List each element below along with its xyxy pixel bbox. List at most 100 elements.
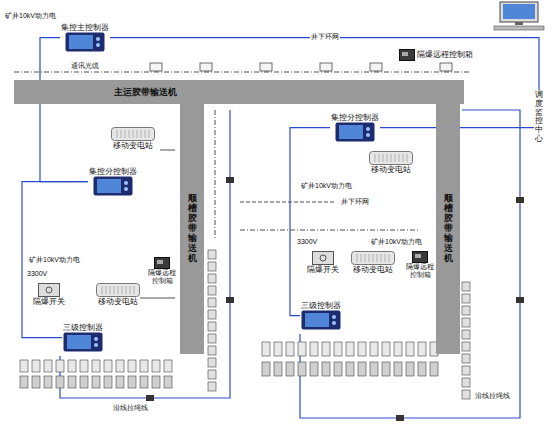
node-text: 移动变电站 xyxy=(371,165,411,174)
support-unit xyxy=(116,376,124,388)
support-unit xyxy=(262,342,270,356)
node-text: 隔爆远程控制箱 xyxy=(147,269,177,285)
support-unit xyxy=(358,342,366,356)
support-unit xyxy=(104,376,112,388)
darkW-icon xyxy=(154,257,170,269)
sensor xyxy=(150,63,162,71)
support-unit xyxy=(274,362,282,376)
pull-switch xyxy=(146,395,154,401)
node-text: 顺槽胶带输送机 xyxy=(444,194,453,263)
support-unit xyxy=(346,362,354,376)
support-unit xyxy=(208,346,216,355)
ctrl-icon xyxy=(301,310,341,330)
conveyor-band: 顺槽胶带输送机 xyxy=(180,104,204,354)
network-connector xyxy=(22,182,88,338)
node-text: 主运胶带输送机 xyxy=(114,87,177,97)
switch-box: 隔爆开关 xyxy=(32,282,66,307)
support-unit xyxy=(116,360,124,372)
support-unit xyxy=(208,298,216,307)
node-text: 调度监控中心 xyxy=(535,91,543,144)
dark-icon xyxy=(399,49,415,61)
support-unit xyxy=(462,390,470,399)
support-unit xyxy=(208,358,216,367)
power-line xyxy=(160,150,175,151)
support-unit xyxy=(20,360,28,372)
support-row xyxy=(262,362,438,376)
support-unit xyxy=(462,282,470,291)
sw-icon xyxy=(38,283,60,297)
support-unit xyxy=(370,362,378,376)
controller-box: 集控主控制器 xyxy=(60,22,110,53)
support-unit xyxy=(322,342,330,356)
conveyor-band: 顺槽胶带输送机 xyxy=(436,104,460,354)
pull-switch xyxy=(516,197,524,203)
support-unit xyxy=(274,342,282,356)
pull-switch xyxy=(516,297,524,303)
ctrl-icon xyxy=(335,122,375,142)
remote-box: 隔爆远程控制箱 xyxy=(398,48,474,62)
support-unit xyxy=(394,362,402,376)
support-unit xyxy=(208,322,216,331)
support-unit xyxy=(56,376,64,388)
support-unit xyxy=(382,342,390,356)
support-unit xyxy=(152,376,160,388)
support-unit xyxy=(56,360,64,372)
dash-line xyxy=(215,110,216,240)
cable-label: 矿井10kV动力电 xyxy=(28,256,81,264)
node-text: 移动变电站 xyxy=(98,297,138,306)
node-text: 集控分控制器 xyxy=(331,113,379,122)
remote-box: 隔爆远程控制箱 xyxy=(146,256,178,286)
cable-label: 3300V xyxy=(296,238,318,246)
node-text: 移动变电站 xyxy=(113,141,153,150)
support-unit xyxy=(286,342,294,356)
support-unit xyxy=(462,294,470,303)
support-unit xyxy=(208,370,216,379)
support-unit xyxy=(208,262,216,271)
node-text: 移动变电站 xyxy=(353,265,393,274)
node-text: 隔爆远程控制箱 xyxy=(417,50,473,59)
controller-box: 三级控制器 xyxy=(62,322,104,353)
controller-box: 集控分控制器 xyxy=(330,112,380,143)
support-unit xyxy=(32,360,40,372)
conveyor-band: 主运胶带输送机 xyxy=(14,80,464,104)
support-unit xyxy=(128,376,136,388)
pull-switch xyxy=(396,415,404,421)
node-text: 隔爆远程控制箱 xyxy=(405,263,435,279)
control-center: 调度监控中心 xyxy=(534,90,544,145)
dash-line xyxy=(240,230,420,231)
cable-label: 3300V xyxy=(26,270,48,278)
support-unit xyxy=(462,342,470,351)
trans-icon xyxy=(96,283,140,297)
screen xyxy=(503,4,535,19)
ctrl-icon xyxy=(63,332,103,352)
substation-box: 移动变电站 xyxy=(95,282,141,307)
keyboard xyxy=(494,26,544,30)
support-unit xyxy=(44,376,52,388)
remote-box: 隔爆远程控制箱 xyxy=(404,250,436,280)
node-text: 隔爆开关 xyxy=(307,265,339,274)
pull-switch xyxy=(226,177,234,183)
dash-line xyxy=(240,202,336,203)
cable-label: 沿线拉绳线 xyxy=(474,392,511,400)
substation-box: 移动变电站 xyxy=(368,150,414,175)
controller-box: 三级控制器 xyxy=(300,300,342,331)
cable-label: 矿井10kV动力电 xyxy=(300,182,353,190)
repeated-equipment xyxy=(20,63,524,421)
support-unit xyxy=(310,342,318,356)
network-connector xyxy=(40,38,88,182)
ctrl-icon xyxy=(65,32,105,52)
support-unit xyxy=(20,376,28,388)
support-unit xyxy=(208,310,216,319)
controller-box: 集控分控制器 xyxy=(88,166,138,197)
cable-label: 井下环网 xyxy=(340,198,370,206)
support-row xyxy=(262,342,438,356)
stand xyxy=(515,22,523,25)
support-unit xyxy=(334,362,342,376)
support-unit xyxy=(462,354,470,363)
node-text: 顺槽胶带输送机 xyxy=(188,194,197,263)
support-unit xyxy=(80,360,88,372)
support-unit xyxy=(104,360,112,372)
support-unit xyxy=(382,362,390,376)
power-line xyxy=(140,298,175,299)
support-row xyxy=(20,376,172,388)
